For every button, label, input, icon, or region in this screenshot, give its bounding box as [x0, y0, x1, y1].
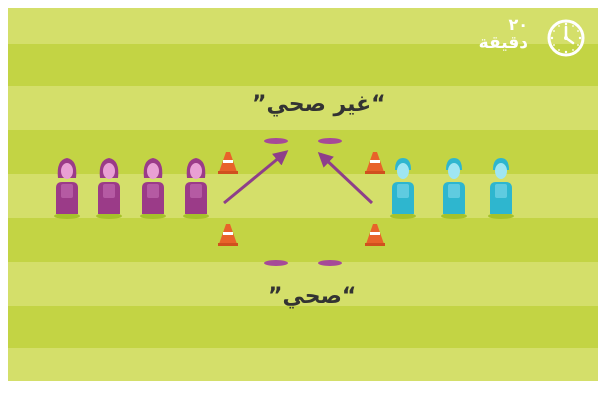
stripe: [8, 86, 598, 130]
player-figure: [140, 158, 166, 219]
cones: [218, 152, 385, 246]
disc-marker: [318, 138, 342, 144]
stripe: [8, 348, 598, 381]
duration-number: ٢٠: [508, 15, 528, 34]
arrow-left-to-center: [223, 150, 289, 205]
disc-marker: [318, 260, 342, 266]
player-figure: [441, 158, 467, 219]
cone-icon: [218, 152, 238, 174]
stripe: [8, 262, 598, 306]
arrow-right-to-center: [317, 151, 374, 205]
disc-marker: [264, 138, 288, 144]
cone-icon: [365, 224, 385, 246]
label-healthy: “صحي”: [268, 284, 357, 309]
cone-icon: [365, 152, 385, 174]
left-team: [54, 158, 209, 219]
disc-markers: [264, 138, 342, 266]
player-figure: [54, 158, 80, 219]
stripe: [8, 8, 598, 44]
clock-icon: [547, 19, 585, 57]
right-team: [390, 158, 514, 219]
stripe: [8, 306, 598, 348]
stripe: [8, 130, 598, 174]
duration-unit: دقيقة: [478, 33, 528, 53]
stripe: [8, 44, 598, 86]
cone-icon: [218, 224, 238, 246]
player-figure: [488, 158, 514, 219]
disc-marker: [264, 260, 288, 266]
player-figure: [183, 158, 209, 219]
player-figure: [96, 158, 122, 219]
player-figure: [390, 158, 416, 219]
duration-badge: ٢٠ دقيقة: [468, 14, 594, 64]
stripe: [8, 218, 598, 262]
label-unhealthy: “غير صحي”: [252, 92, 386, 117]
